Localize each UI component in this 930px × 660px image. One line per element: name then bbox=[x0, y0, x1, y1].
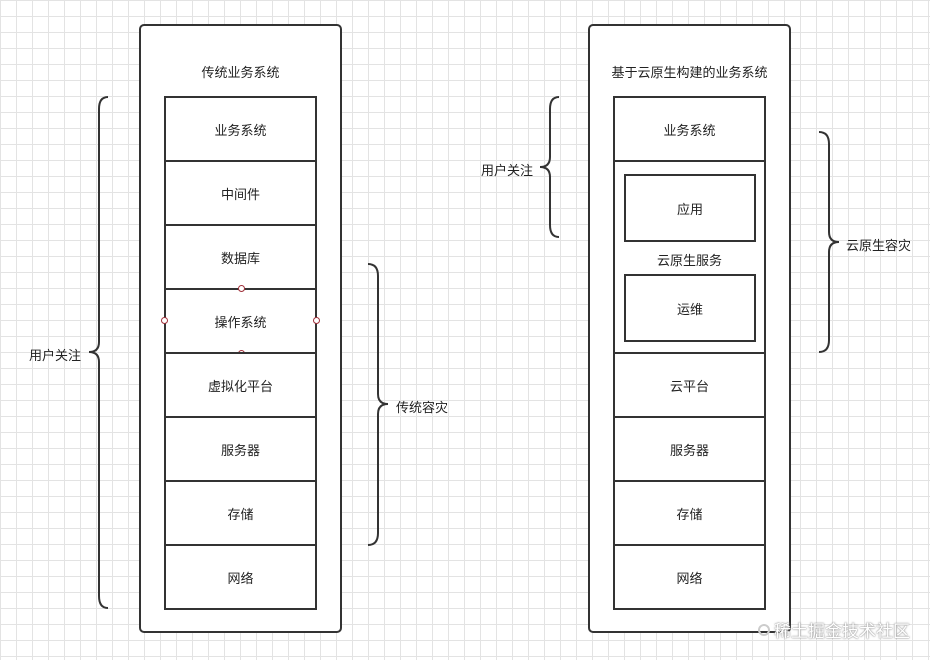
layer-business-system[interactable]: 业务系统 bbox=[613, 96, 766, 162]
resize-handle-left[interactable] bbox=[161, 317, 168, 324]
cloud-native-panel-title: 基于云原生构建的业务系统 bbox=[611, 66, 768, 81]
cloud-native-service-label: 云原生服务 bbox=[656, 254, 722, 269]
layer-server[interactable]: 服务器 bbox=[164, 416, 317, 482]
juejin-logo-icon bbox=[758, 623, 770, 636]
brace-traditional-dr bbox=[367, 263, 389, 546]
resize-handle-right[interactable] bbox=[313, 317, 320, 324]
cloud-native-layer-stack: 业务系统 应用 云原生服务 运维 云平台 服务器 存储 网络 bbox=[613, 96, 766, 610]
brace-cloud-native-dr bbox=[818, 131, 840, 353]
resize-handle-top[interactable] bbox=[238, 285, 245, 292]
layer-cloud-native-service[interactable]: 应用 云原生服务 运维 bbox=[613, 160, 766, 354]
layer-business-system[interactable]: 业务系统 bbox=[164, 96, 317, 162]
layer-network[interactable]: 网络 bbox=[164, 544, 317, 610]
traditional-panel-title: 传统业务系统 bbox=[201, 66, 280, 81]
watermark: 稀土掘金技术社区 bbox=[758, 617, 910, 642]
layer-database[interactable]: 数据库 bbox=[164, 224, 317, 290]
layer-middleware[interactable]: 中间件 bbox=[164, 160, 317, 226]
layer-network[interactable]: 网络 bbox=[613, 544, 766, 610]
layer-storage[interactable]: 存储 bbox=[164, 480, 317, 546]
box-application[interactable]: 应用 bbox=[624, 174, 756, 242]
layer-cloud-platform[interactable]: 云平台 bbox=[613, 352, 766, 418]
layer-operating-system-label: 操作系统 bbox=[214, 315, 267, 331]
left-user-focus-label: 用户关注 bbox=[29, 349, 82, 364]
layer-virtualization-platform[interactable]: 虚拟化平台 bbox=[164, 352, 317, 418]
brace-left-user-focus bbox=[88, 96, 109, 609]
layer-storage[interactable]: 存储 bbox=[613, 480, 766, 546]
layer-operating-system[interactable]: 操作系统 bbox=[161, 285, 320, 357]
cloud-native-dr-label: 云原生容灾 bbox=[846, 239, 912, 254]
traditional-dr-label: 传统容灾 bbox=[396, 401, 449, 416]
watermark-text: 稀土掘金技术社区 bbox=[774, 622, 910, 642]
brace-right-user-focus bbox=[539, 96, 560, 238]
box-operations[interactable]: 运维 bbox=[624, 274, 756, 342]
layer-server[interactable]: 服务器 bbox=[613, 416, 766, 482]
traditional-layer-stack: 业务系统 中间件 数据库 操作系统 虚拟化平台 服务器 存储 网络 bbox=[161, 96, 320, 610]
right-user-focus-label: 用户关注 bbox=[481, 164, 534, 179]
